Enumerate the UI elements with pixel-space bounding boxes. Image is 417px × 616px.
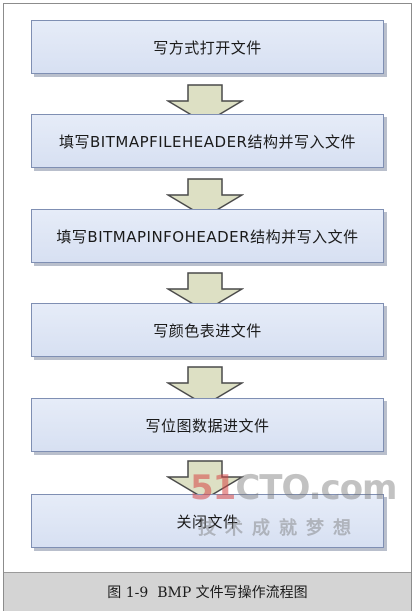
step-open-file: 写方式打开文件 bbox=[31, 20, 384, 74]
flow-arrow-3 bbox=[166, 272, 244, 312]
step-write-file-header: 填写BITMAPFILEHEADER结构并写入文件 bbox=[31, 114, 384, 168]
step-label: 写位图数据进文件 bbox=[145, 416, 270, 435]
step-label: 填写BITMAPINFOHEADER结构并写入文件 bbox=[56, 227, 359, 246]
step-write-info-header: 填写BITMAPINFOHEADER结构并写入文件 bbox=[31, 209, 384, 263]
step-label: 关闭文件 bbox=[176, 512, 239, 531]
step-label: 写颜色表进文件 bbox=[153, 321, 262, 340]
step-close-file: 关闭文件 bbox=[31, 494, 384, 548]
caption-text: 图 1-9 BMP 文件写操作流程图 bbox=[107, 585, 308, 601]
flow-arrow-4 bbox=[166, 366, 244, 406]
step-write-bitmap-data: 写位图数据进文件 bbox=[31, 398, 384, 452]
step-label: 写方式打开文件 bbox=[153, 38, 262, 57]
flow-arrow-5 bbox=[166, 460, 244, 500]
step-label: 填写BITMAPFILEHEADER结构并写入文件 bbox=[59, 132, 356, 151]
flow-arrow-1 bbox=[166, 84, 244, 124]
figure-caption: 图 1-9 BMP 文件写操作流程图 bbox=[4, 572, 411, 611]
flow-arrow-2 bbox=[166, 178, 244, 218]
step-write-color-table: 写颜色表进文件 bbox=[31, 303, 384, 357]
